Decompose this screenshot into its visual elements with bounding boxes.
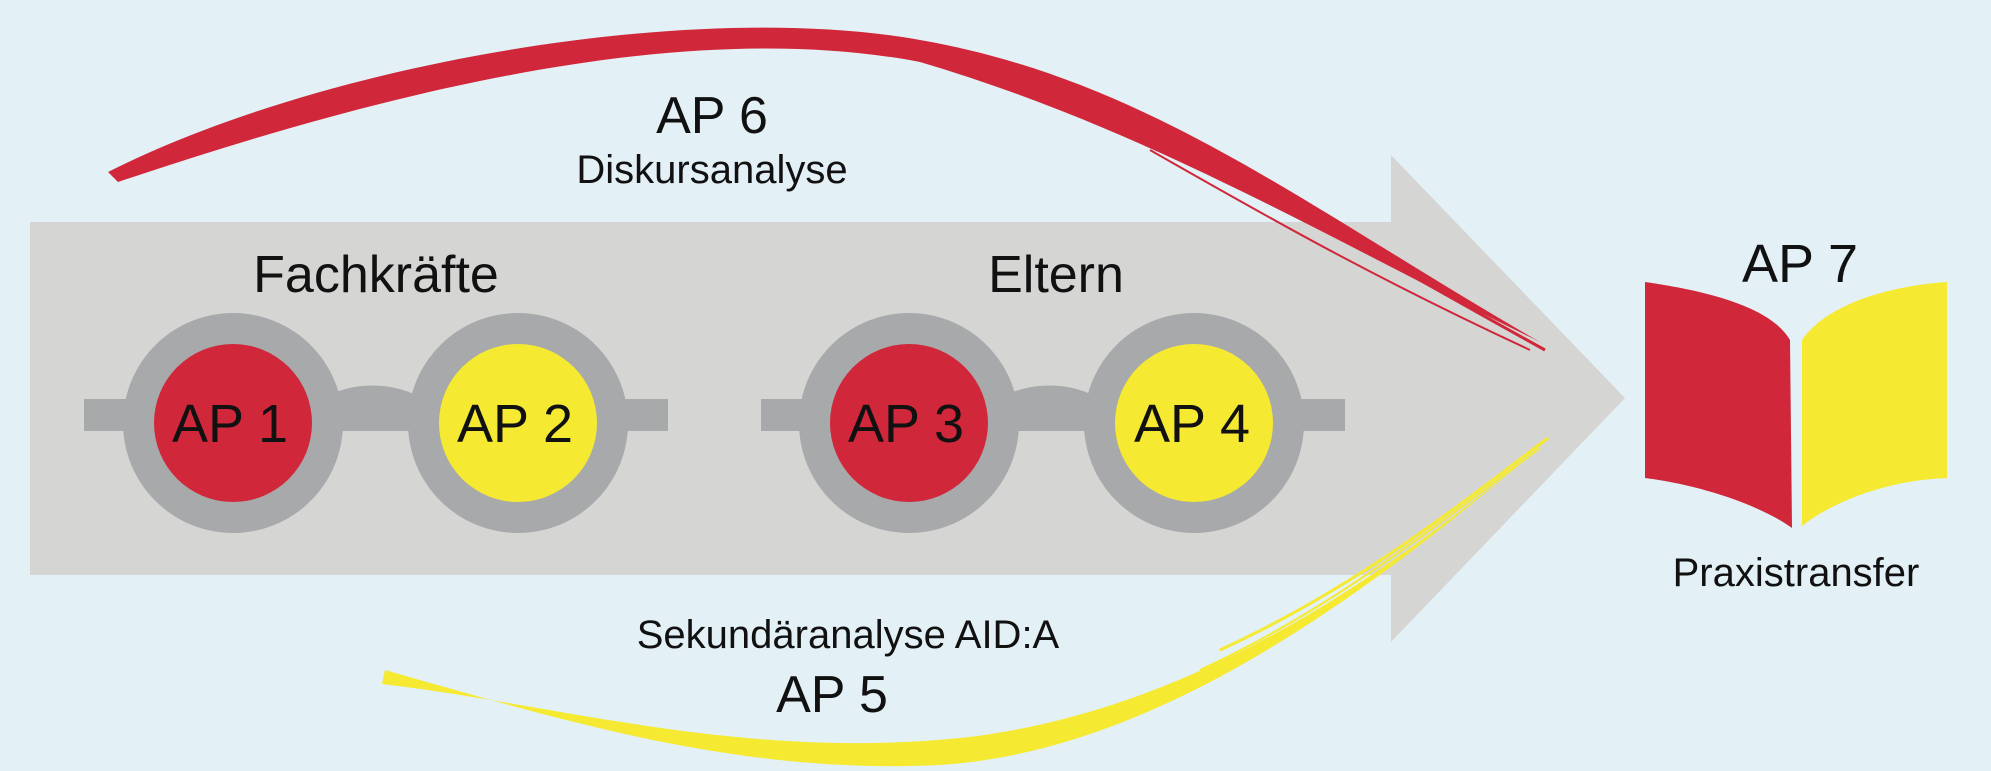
book-icon	[1645, 282, 1947, 528]
group-title-eltern: Eltern	[988, 246, 1124, 304]
group-fachkraefte: Fachkräfte AP 1 AP 2	[84, 246, 668, 533]
node-ap1: AP 1	[123, 313, 343, 533]
node-label: AP 2	[457, 394, 573, 454]
bottom-arc-name: Sekundäranalyse AID:A	[637, 613, 1060, 657]
bottom-arc-code: AP 5	[776, 666, 888, 724]
node-fill	[439, 344, 597, 502]
node-ap2: AP 2	[408, 313, 628, 533]
node-fill	[830, 344, 988, 502]
node-fill	[154, 344, 312, 502]
outcome-name: Praxistransfer	[1673, 551, 1920, 595]
node-ap4: AP 4	[1084, 313, 1304, 533]
node-label: AP 4	[1134, 394, 1250, 454]
outcome-praxistransfer: AP 7 Praxistransfer	[1645, 234, 1947, 595]
book-right-page	[1802, 282, 1947, 526]
arrow-head	[1391, 155, 1625, 642]
top-arc-stroke	[108, 27, 1546, 352]
outcome-code: AP 7	[1742, 234, 1858, 294]
book-left-page	[1645, 282, 1792, 528]
group-eltern: Eltern AP 3 AP 4	[761, 246, 1345, 533]
top-arc-code: AP 6	[656, 87, 768, 145]
node-label: AP 1	[172, 394, 288, 454]
node-fill	[1115, 344, 1273, 502]
bottom-arc-stroke	[382, 436, 1549, 767]
group-title-fachkraefte: Fachkräfte	[253, 246, 499, 304]
top-arc-name: Diskursanalyse	[576, 148, 847, 192]
node-ap3: AP 3	[799, 313, 1019, 533]
node-label: AP 3	[848, 394, 964, 454]
